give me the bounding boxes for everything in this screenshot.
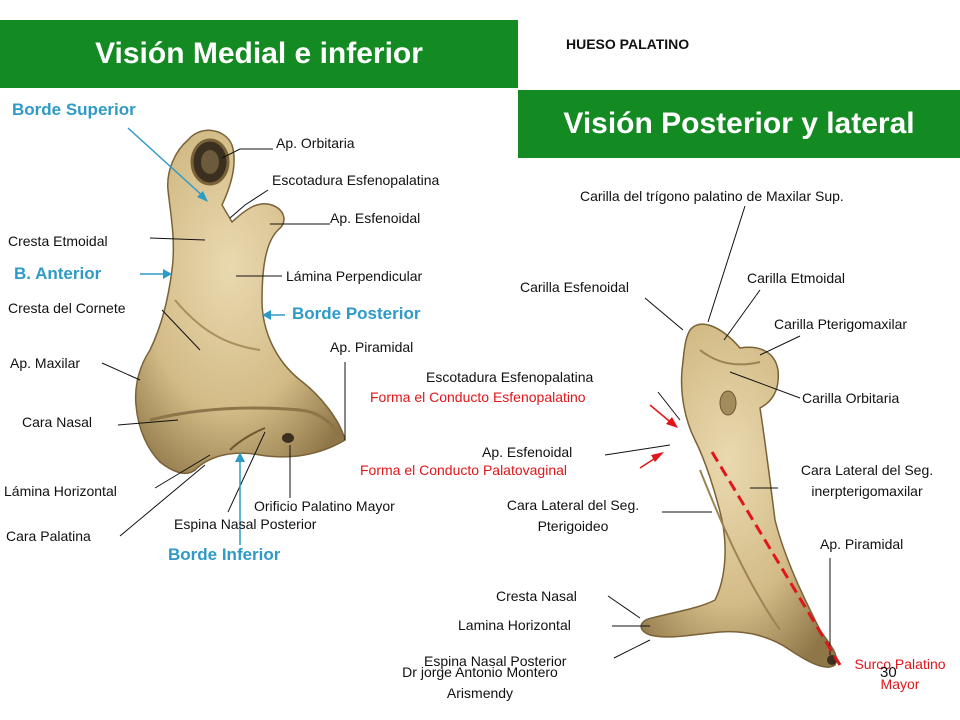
label-escotadura-left: Escotadura Esfenopalatina xyxy=(272,172,440,188)
label-espina-nasal-right: Espina Nasal Posterior xyxy=(424,653,567,669)
label-cara-palatina: Cara Palatina xyxy=(6,528,91,544)
label-escotadura-right: Escotadura Esfenopalatina xyxy=(426,369,594,385)
label-carilla-etmoidal: Carilla Etmoidal xyxy=(747,270,846,286)
label-ap-esfenoidal-left: Ap. Esfenoidal xyxy=(330,210,421,226)
author-line2: Arismendy xyxy=(446,685,514,701)
label-cara-lateral-inter-line2: inerpterigomaxilar xyxy=(811,483,923,499)
label-ap-maxilar: Ap. Maxilar xyxy=(10,355,81,371)
left-leader-lines xyxy=(101,148,346,537)
label-forma-conducto-palatovaginal: Forma el Conducto Palatovaginal xyxy=(360,462,568,478)
label-carilla-trigono: Carilla del trígono palatino de Maxilar … xyxy=(580,188,844,204)
label-b-anterior: B. Anterior xyxy=(14,264,102,283)
label-cara-nasal: Cara Nasal xyxy=(22,414,93,430)
label-surco-line1: Surco Palatino xyxy=(854,656,946,672)
left-blue-leader-lines xyxy=(127,127,285,545)
label-lamina-horizontal-left: Lámina Horizontal xyxy=(4,483,117,499)
label-surco-line2: Mayor xyxy=(880,676,920,692)
slide-title: HUESO PALATINO xyxy=(566,36,690,52)
label-ap-orbitaria: Ap. Orbitaria xyxy=(276,135,355,151)
label-cara-lateral-pter: Cara Lateral del Seg. Pterigoideo xyxy=(478,497,668,535)
label-ap-esfenoidal-right: Ap. Esfenoidal xyxy=(482,444,573,460)
right-view-title: Visión Posterior y lateral xyxy=(563,107,915,140)
label-cresta-cornete: Cresta del Cornete xyxy=(8,300,126,316)
author-credit: Dr jorge Antonio Montero Arismendy xyxy=(360,664,600,702)
label-cara-lateral-pter-line1: Cara Lateral del Seg. xyxy=(506,497,640,513)
label-cara-lateral-inter-line1: Cara Lateral del Seg. xyxy=(800,462,934,478)
label-orificio-palatino: Orificio Palatino Mayor xyxy=(254,498,395,514)
label-cara-lateral-pter-line2: Pterigoideo xyxy=(537,518,609,534)
label-cresta-nasal: Cresta Nasal xyxy=(496,588,577,604)
label-forma-conducto-esfenopalatino: Forma el Conducto Esfenopalatino xyxy=(370,389,586,405)
left-view-banner: Visión Medial e inferior xyxy=(0,20,518,88)
label-carilla-esfenoidal: Carilla Esfenoidal xyxy=(520,279,629,295)
author-line1: Dr jorge Antonio Montero xyxy=(402,664,558,680)
label-surco-palatino: Surco Palatino Mayor xyxy=(838,656,960,693)
page-number: 30 xyxy=(880,664,897,681)
label-borde-inferior: Borde Inferior xyxy=(168,545,281,564)
left-palatine-bone-illustration xyxy=(134,129,346,474)
label-carilla-pterigomaxilar: Carilla Pterigomaxilar xyxy=(774,316,908,332)
label-cresta-etmoidal: Cresta Etmoidal xyxy=(8,233,108,249)
label-carilla-orbitaria: Carilla Orbitaria xyxy=(802,390,900,406)
label-cara-lateral-inter: Cara Lateral del Seg. inerpterigomaxilar xyxy=(772,462,960,500)
right-view-banner: Visión Posterior y lateral xyxy=(518,90,960,158)
label-ap-piramidal-left: Ap. Piramidal xyxy=(330,339,414,355)
left-view-title: Visión Medial e inferior xyxy=(95,37,423,70)
right-leader-lines xyxy=(604,205,831,659)
label-espina-nasal-left: Espina Nasal Posterior xyxy=(174,516,317,532)
greater-palatine-groove-line xyxy=(710,451,842,666)
right-red-leader-lines xyxy=(639,404,678,469)
label-lamina-horizontal-right: Lamina Horizontal xyxy=(458,617,571,633)
label-borde-superior: Borde Superior xyxy=(12,100,136,119)
label-lamina-perpendicular: Lámina Perpendicular xyxy=(286,268,423,284)
label-borde-posterior: Borde Posterior xyxy=(292,304,421,323)
label-ap-piramidal-right: Ap. Piramidal xyxy=(820,536,904,552)
